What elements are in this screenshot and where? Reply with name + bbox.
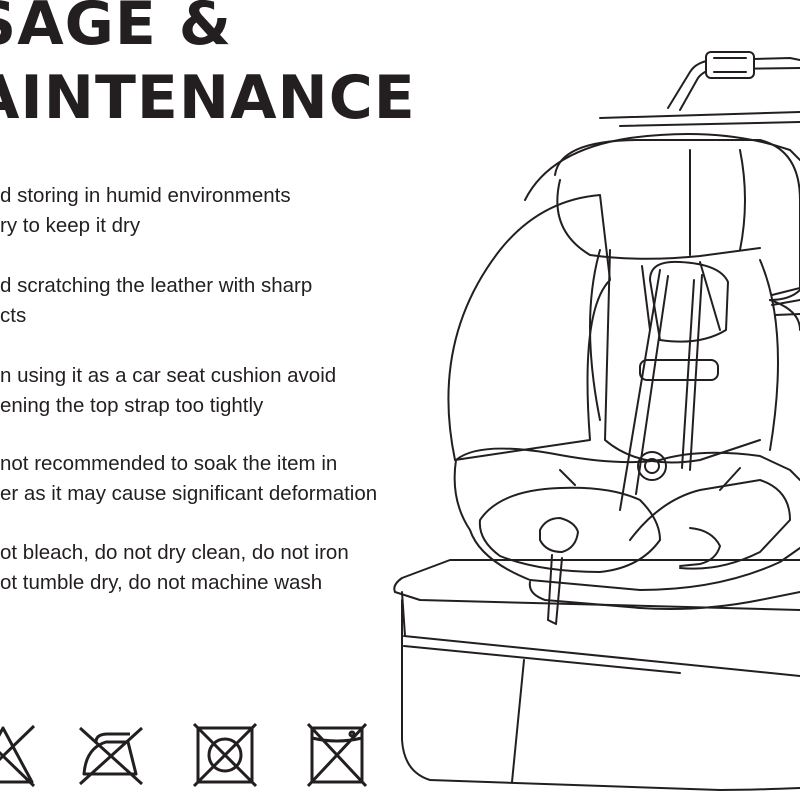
instruction-4-line-2: er as it may cause significant deformati… bbox=[0, 482, 378, 505]
backrest-strap bbox=[667, 51, 800, 111]
instruction-2-line-1: d scratching the leather with sharp bbox=[0, 274, 313, 297]
instruction-4-line-1: not recommended to soak the item in bbox=[0, 452, 338, 475]
instruction-5-line-2: ot tumble dry, do not machine wash bbox=[0, 571, 323, 594]
heading-line-2: AINTENANCE bbox=[0, 63, 416, 133]
vehicle-seat-top-edge bbox=[599, 111, 800, 127]
pocket-top-edge bbox=[403, 635, 800, 677]
instruction-1-line-2: ry to keep it dry bbox=[0, 214, 141, 237]
instruction-1-line-1: d storing in humid environments bbox=[0, 184, 291, 207]
instruction-3-line-1: n using it as a car seat cushion avoid bbox=[0, 364, 337, 387]
seat-protector-mat bbox=[393, 559, 800, 791]
instruction-5-line-1: ot bleach, do not dry clean, do not iron bbox=[0, 541, 349, 564]
do-not-dry-clean-icon bbox=[306, 722, 368, 788]
heading-line-1: SAGE & bbox=[0, 0, 233, 59]
do-not-tumble-dry-icon bbox=[192, 722, 258, 788]
instruction-2-line-2: cts bbox=[0, 304, 27, 327]
child-car-seat bbox=[447, 133, 800, 625]
instruction-3-line-2: ening the top strap too tightly bbox=[0, 394, 264, 417]
do-not-bleach-icon bbox=[0, 724, 36, 788]
do-not-iron-icon bbox=[78, 726, 144, 786]
pocket-divider bbox=[511, 659, 525, 783]
